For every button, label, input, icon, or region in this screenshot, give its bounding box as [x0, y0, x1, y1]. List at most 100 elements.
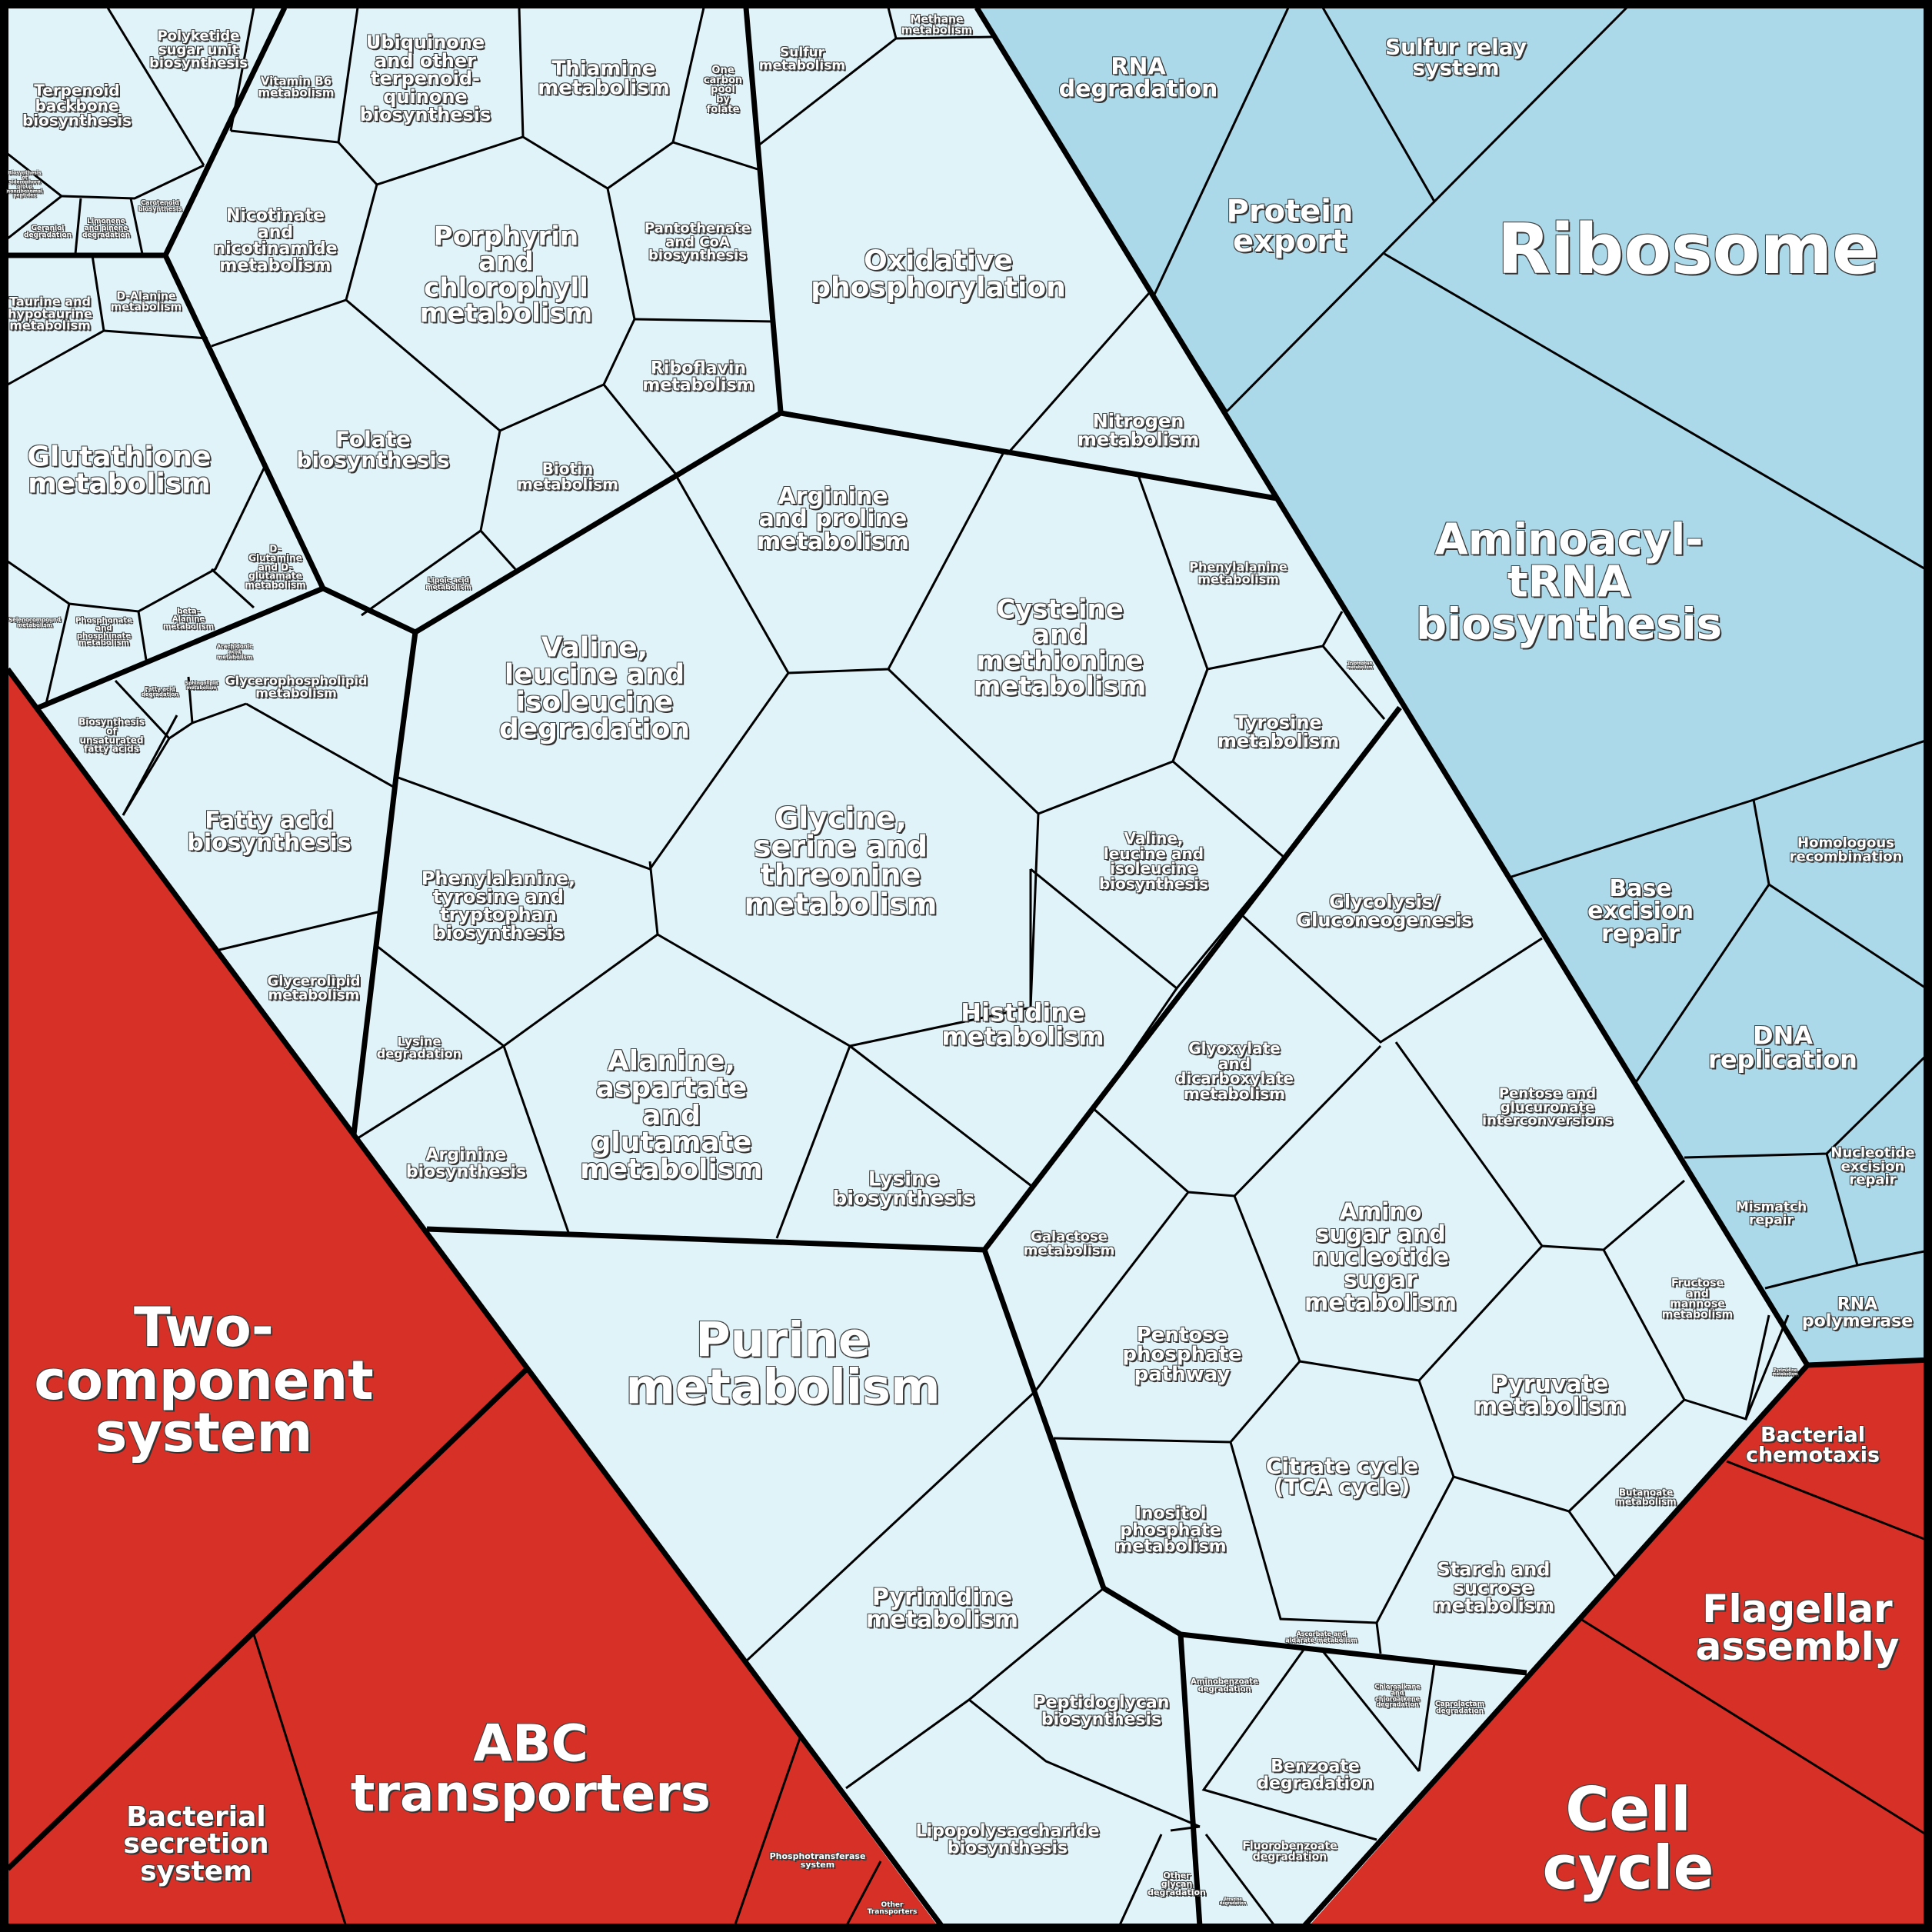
cell-label: Glycolysis/ Gluconeogenesis: [1296, 891, 1473, 931]
cell-label: Lysine degradation: [376, 1034, 462, 1061]
cell-label: Folate biosynthesis: [296, 426, 450, 473]
genetic-information-region: [977, 8, 1932, 1365]
cell-borders: [6, 6, 1932, 1927]
cell-label: Bacterial chemotaxis: [1745, 1423, 1880, 1467]
cell-label: Tryptophan metabolism: [1347, 661, 1373, 670]
cellular-region-right: [1304, 1360, 1932, 1932]
cell-label: Peptidoglycan biosynthesis: [1033, 1693, 1170, 1729]
cell-label: Arginine and proline metabolism: [757, 482, 909, 555]
cell-label: Other Transporters: [867, 1901, 918, 1916]
cell-label: Base excision repair: [1587, 874, 1694, 948]
cell-label: Caprolactam degradation: [1435, 1700, 1484, 1715]
cell-label: Phosphonate and phosphinate metabolism: [75, 616, 132, 648]
group-borders: [5, 6, 1932, 1929]
cell-label: Bacterial secretion system: [123, 1801, 269, 1887]
cell-label: Arginine biosynthesis: [405, 1145, 527, 1181]
cell-label: Ascorbate and aldarate metabolism: [1285, 1631, 1357, 1644]
cell-label: ABC transporters: [350, 1714, 711, 1823]
cell-label: Histidine metabolism: [941, 998, 1104, 1051]
cell-label: Aminoacyl- tRNA biosynthesis: [1416, 515, 1722, 650]
cell-label: Fructose and mannose metabolism: [1661, 1277, 1734, 1321]
cell-label: Alanine, aspartate and glutamate metabol…: [580, 1044, 763, 1185]
cell-label: Biosynthesis of unsaturated fatty acids: [78, 716, 145, 754]
cell-label: Chloroalkane and chloroalkene degradatio…: [1374, 1683, 1421, 1708]
cell-label: Tyrosine metabolism: [1217, 711, 1340, 751]
cell-label: Cysteine and methionine metabolism: [973, 594, 1147, 702]
cell-label: Lipopolysaccharide biosynthesis: [915, 1821, 1100, 1857]
cell-label: Carotenoid biosynthesis: [138, 199, 182, 212]
cell-label: Flagellar assembly: [1695, 1587, 1900, 1669]
cell-label: Atrazine degradation: [1219, 1897, 1247, 1906]
cell-label: Biotin metabolism: [517, 459, 618, 493]
cell-label: Phosphotransferase system: [769, 1851, 866, 1870]
cell-label: Mismatch repair: [1735, 1199, 1807, 1227]
cell-label: Thiamine metabolism: [538, 57, 670, 100]
cell-label: Aminobenzoate degradation: [1191, 1677, 1258, 1694]
cell-label: Geraniol degradation: [24, 225, 72, 239]
cell-label: Glycine, serine and threonine metabolism: [744, 801, 938, 921]
cell-label: Nitrogen metabolism: [1077, 410, 1200, 450]
cell-label: Glycerophospholipid metabolism: [225, 673, 368, 700]
cell-label: Inositol phosphate metabolism: [1114, 1504, 1227, 1557]
cell-label: Taurine and hypotaurine metabolism: [8, 294, 92, 333]
cell-label: Vitamin B6 metabolism: [258, 74, 335, 99]
cell-label: Lysine biosynthesis: [832, 1168, 975, 1211]
cell-label: Other glycan degradation: [1148, 1870, 1206, 1897]
cell-label: Starch and sucrose metabolism: [1432, 1558, 1555, 1617]
cell-label: Oxidative phosphorylation: [811, 245, 1066, 304]
cell-label: D- Glutamine and D- glutamate metabolism: [245, 543, 306, 591]
cell-label: Sulfur relay system: [1384, 34, 1527, 81]
cell-label: DNA replication: [1708, 1021, 1857, 1074]
cell-label: Glyoxylate and dicarboxylate metabolism: [1175, 1038, 1294, 1103]
cell-label: Ribosome: [1497, 208, 1880, 290]
cell-label: Glycerolipid metabolism: [267, 973, 361, 1003]
cell-label: RNA degradation: [1058, 53, 1218, 103]
cell-label: Phenylalanine metabolism: [1189, 559, 1287, 586]
cell-label: Pentose and glucuronate interconversions: [1481, 1085, 1614, 1129]
cell-label: Galactose metabolism: [1023, 1228, 1115, 1258]
cell-label: Homologous recombination: [1789, 834, 1903, 864]
cell-label: Arachidonic acid metabolism: [216, 643, 253, 661]
cell-label: Biosynthesis of siderophore group nonrib…: [6, 170, 43, 198]
cell-label: Pyruvate metabolism: [1474, 1371, 1626, 1421]
cell-label: Amino sugar and nucleotide sugar metabol…: [1304, 1198, 1457, 1317]
cell-label: Cell cycle: [1542, 1775, 1714, 1904]
cell-label: Riboflavin metabolism: [642, 358, 754, 395]
cell-label: Pentose phosphate pathway: [1122, 1323, 1242, 1386]
cell-label: Valine, leucine and isoleucine degradati…: [499, 631, 690, 745]
cell-label: Citrate cycle (TCA cycle): [1265, 1453, 1419, 1500]
cell-label: Limonene and pinene degradation: [82, 217, 130, 239]
cell-label: Glutathione metabolism: [27, 441, 212, 500]
cell-label: Ubiquinone and other terpenoid- quinone …: [359, 32, 491, 126]
cell-label: Pyrimidine metabolism: [1772, 1368, 1798, 1377]
cell-label: Terpenoid backbone biosynthesis: [22, 81, 132, 130]
cell-label: One carbon pool by folate: [703, 65, 743, 116]
cell-label: Pantothenate and CoA biosynthesis: [644, 220, 751, 264]
cell-label: Nucleotide excision repair: [1830, 1144, 1915, 1188]
cell-label: Purine metabolism: [625, 1311, 941, 1414]
environmental-region-left: [0, 669, 942, 1932]
cell-label: Nicotinate and nicotinamide metabolism: [213, 205, 338, 275]
cell-label: Selenocompound metabolism: [8, 617, 61, 628]
cell-label: Two- component system: [34, 1296, 374, 1465]
cell-label: Sulfur metabolism: [758, 45, 846, 73]
cell-label: Porphyrin and chlorophyll metabolism: [419, 221, 593, 329]
cell-label: D-Alanine metabolism: [110, 290, 182, 313]
cell-label: Fatty acid degradation: [141, 686, 179, 698]
cell-label: RNA polymerase: [1801, 1294, 1914, 1331]
cell-label: Phenylalanine, tyrosine and tryptophan b…: [421, 867, 576, 944]
cell-label: Protein export: [1226, 193, 1354, 259]
cell-label: Lipoic acid metabolism: [425, 577, 471, 591]
cell-label: Valine, leucine and isoleucine biosynthe…: [1098, 828, 1209, 893]
cell-label: Methane metabolism: [901, 13, 973, 36]
cell-label: Fatty acid biosynthesis: [187, 807, 351, 857]
cell-label: Sphingolipid metabolism: [185, 681, 218, 691]
cell-label: Fluorobenzoate degradation: [1242, 1840, 1337, 1863]
cell-label: Polyketide sugar unit biosynthesis: [149, 28, 248, 72]
cell-label: Pyrimidine metabolism: [866, 1584, 1018, 1634]
cell-label: beta- Alanine metabolism: [163, 607, 214, 631]
cell-label: Benzoate degradation: [1257, 1757, 1374, 1793]
